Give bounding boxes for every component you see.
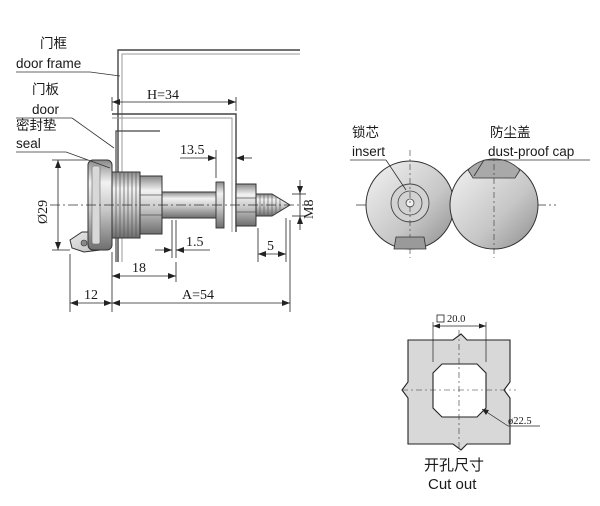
label-door-frame-zh: 门框 <box>40 36 67 51</box>
label-cutout-en: Cut out <box>428 476 477 493</box>
front-views <box>356 150 556 258</box>
dim-m8: M8 <box>302 200 317 219</box>
dim-a: A=54 <box>182 288 214 303</box>
dim-20: 20.0 <box>447 314 465 325</box>
label-seal-en: seal <box>16 136 41 151</box>
cutout-view <box>401 314 540 452</box>
label-door-en: door <box>32 102 60 117</box>
dim-12: 12 <box>84 288 98 303</box>
side-view <box>50 49 312 262</box>
label-cutout-zh: 开孔尺寸 <box>424 457 484 474</box>
label-door-frame-en: door frame <box>16 56 81 71</box>
dim-dia-29: Ø29 <box>36 200 51 224</box>
label-door-zh: 门板 <box>32 82 59 97</box>
label-cap-zh: 防尘盖 <box>490 125 531 140</box>
front-leaders <box>350 159 590 191</box>
label-cap-en: dust-proof cap <box>488 144 574 159</box>
dim-1-5: 1.5 <box>186 235 204 250</box>
dim-5: 5 <box>267 239 274 254</box>
label-insert-en: insert <box>352 144 385 159</box>
cutout-hole <box>432 363 487 418</box>
dim-dia-22-5: ø22.5 <box>508 416 532 427</box>
label-seal-zh: 密封垫 <box>16 117 57 133</box>
dim-18: 18 <box>132 261 146 276</box>
dim-h: H=34 <box>147 88 179 103</box>
dim-13-5: 13.5 <box>180 143 205 158</box>
square-symbol <box>436 314 445 323</box>
label-insert-zh: 锁芯 <box>352 125 379 140</box>
label-leaders <box>16 71 121 169</box>
